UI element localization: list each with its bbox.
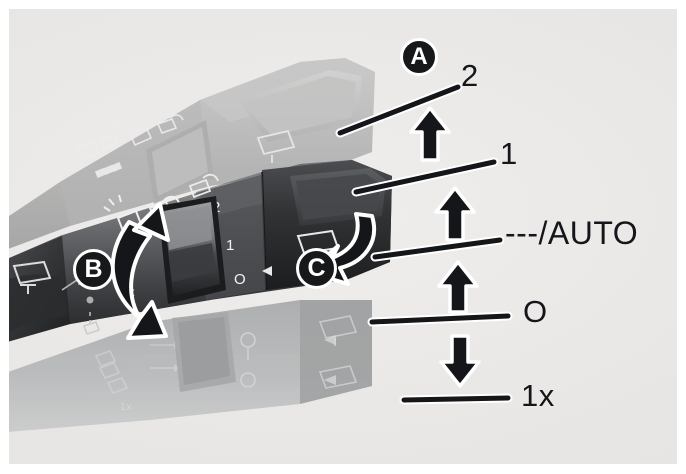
svg-text:O: O	[234, 271, 246, 288]
position-label-2: 2	[461, 58, 479, 93]
callout-badge-a: A	[400, 38, 438, 76]
curved-double-arrow	[110, 202, 170, 340]
leader-line-1x	[399, 393, 513, 405]
position-label-1: 1	[500, 136, 518, 171]
leader-line-o	[367, 311, 513, 327]
rocker-switch	[158, 196, 226, 304]
callout-badge-c-label: C	[307, 254, 326, 282]
arrow-down-1x	[439, 334, 481, 388]
callout-badge-b-label: B	[84, 255, 103, 283]
frame-edge-left	[0, 0, 9, 474]
callout-badge-a-label: A	[410, 43, 428, 70]
position-label-1x: 1x	[521, 378, 555, 413]
leader-line-2	[335, 82, 463, 138]
arrow-up-2	[409, 106, 451, 162]
front-wiper-icon	[12, 260, 52, 294]
leader-line-1	[351, 157, 499, 197]
arrow-up-auto	[437, 260, 479, 314]
svg-text:1x: 1x	[120, 401, 132, 413]
position-label-o: O	[523, 294, 548, 329]
ghost-rear-wiper-icon	[256, 129, 296, 163]
arrow-up-1	[434, 186, 476, 242]
stalk-ghost-upper: 2	[0, 58, 375, 252]
frame-edge-right	[677, 0, 686, 474]
leader-line-auto	[370, 235, 505, 262]
svg-text:1: 1	[226, 237, 234, 254]
callout-badge-c: C	[296, 248, 337, 289]
frame-edge-bottom	[0, 464, 686, 474]
index-triangle	[262, 266, 272, 276]
callout-badge-b: B	[73, 249, 114, 290]
stalk-ghost-lower: 1x	[8, 300, 372, 432]
frame-edge-top	[0, 0, 686, 9]
position-label-auto: ---/AUTO	[505, 215, 639, 251]
